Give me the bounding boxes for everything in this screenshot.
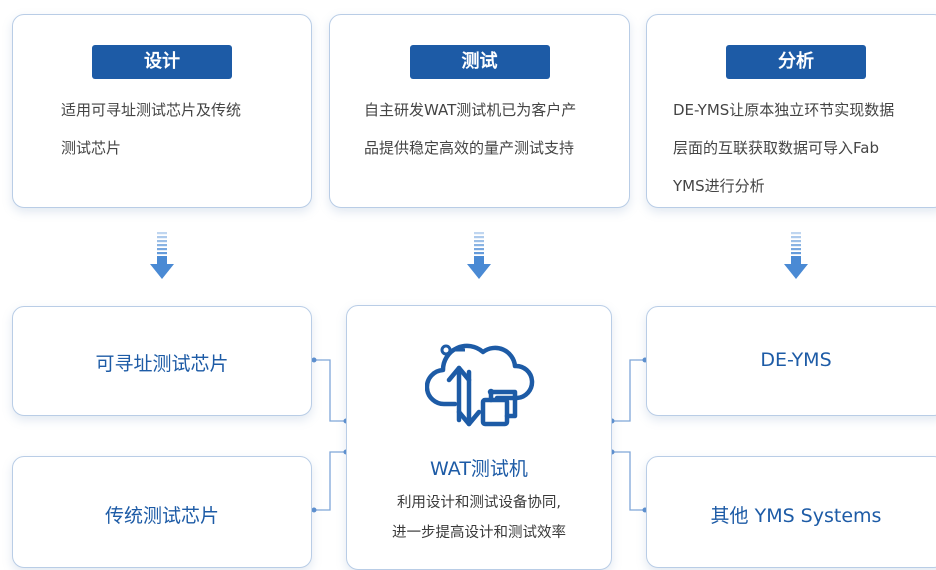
- analysis-desc-line: 层面的互联获取数据可导入Fab: [673, 139, 879, 157]
- wat-tester-desc-line: 进一步提高设计和测试效率: [392, 525, 566, 541]
- down-arrow-icon: [467, 232, 491, 279]
- test-description: 自主研发WAT测试机已为客户产 品提供稳定高效的量产测试支持: [364, 91, 605, 167]
- other-yms-box: 其他 YMS Systems: [646, 456, 936, 568]
- de-yms-label: DE-YMS: [760, 349, 832, 371]
- analysis-tag: 分析: [726, 45, 866, 79]
- addressable-chip-label: 可寻址测试芯片: [95, 353, 229, 375]
- design-tag: 设计: [92, 45, 232, 79]
- analysis-card: 分析 DE-YMS让原本独立环节实现数据 层面的互联获取数据可导入Fab YMS…: [646, 14, 936, 208]
- traditional-chip-box: 传统测试芯片: [12, 456, 312, 568]
- de-yms-box: DE-YMS: [646, 306, 936, 416]
- down-arrow-icon: [784, 232, 808, 279]
- analysis-desc-line: DE-YMS让原本独立环节实现数据: [673, 101, 895, 119]
- design-description: 适用可寻址测试芯片及传统 测试芯片: [61, 91, 287, 167]
- test-desc-line: 品提供稳定高效的量产测试支持: [364, 139, 575, 157]
- cloud-sync-icon: [425, 343, 535, 427]
- design-desc-line: 适用可寻址测试芯片及传统: [61, 101, 242, 119]
- wat-tester-title: WAT测试机: [430, 458, 528, 480]
- test-desc-line: 自主研发WAT测试机已为客户产: [364, 101, 577, 119]
- test-card: 测试 自主研发WAT测试机已为客户产 品提供稳定高效的量产测试支持: [329, 14, 630, 208]
- wat-tester-description: 利用设计和测试设备协同, 进一步提高设计和测试效率: [347, 488, 611, 548]
- design-card: 设计 适用可寻址测试芯片及传统 测试芯片: [12, 14, 312, 208]
- addressable-chip-box: 可寻址测试芯片: [12, 306, 312, 416]
- wat-tester-box: WAT测试机 利用设计和测试设备协同, 进一步提高设计和测试效率: [346, 305, 612, 570]
- analysis-desc-line: YMS进行分析: [673, 177, 765, 195]
- design-desc-line: 测试芯片: [61, 139, 122, 157]
- analysis-description: DE-YMS让原本独立环节实现数据 层面的互联获取数据可导入Fab YMS进行分…: [673, 91, 936, 205]
- wat-tester-desc-line: 利用设计和测试设备协同,: [396, 495, 562, 511]
- other-yms-label: 其他 YMS Systems: [710, 505, 882, 527]
- test-tag: 测试: [409, 45, 550, 79]
- down-arrow-icon: [150, 232, 174, 279]
- traditional-chip-label: 传统测试芯片: [104, 505, 219, 527]
